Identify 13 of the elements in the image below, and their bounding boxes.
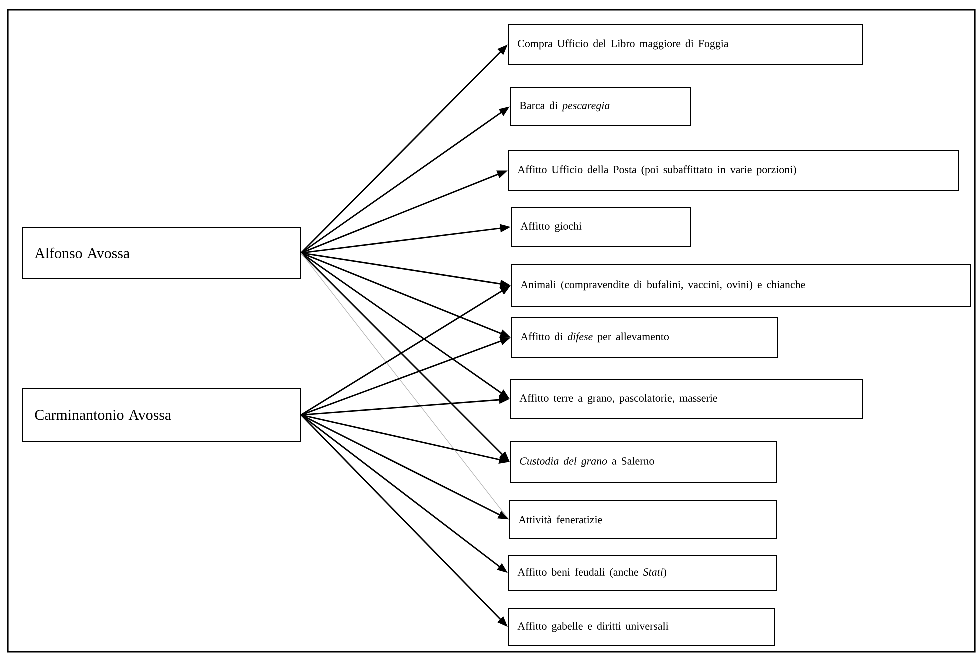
activity-box: Affitto terre a grano, pascolatorie, masserie: [510, 379, 864, 420]
activity-box: Compra Ufficio del Libro maggiore di Foggia: [508, 24, 864, 66]
activity-box: Barca di pescaregia: [510, 87, 692, 126]
activity-box: Custodia del grano a Salerno: [510, 441, 778, 484]
activity-box: Affitto Ufficio della Posta (poi subaffittato in varie porzioni): [508, 150, 960, 192]
activity-box: Affitto giochi: [511, 207, 692, 248]
activity-box: Affitto beni feudali (anche Stati): [508, 555, 778, 592]
person-box: Carminantonio Avossa: [22, 388, 302, 442]
activity-box: Affitto gabelle e diritti universali: [508, 608, 776, 646]
activity-box: Attività feneratizie: [509, 500, 778, 540]
person-box: Alfonso Avossa: [22, 227, 302, 280]
activity-box: Animali (compravendite di bufalini, vaccini, ovini) e chianche: [511, 264, 972, 308]
activity-box: Affitto di difese per allevamento: [511, 317, 778, 358]
